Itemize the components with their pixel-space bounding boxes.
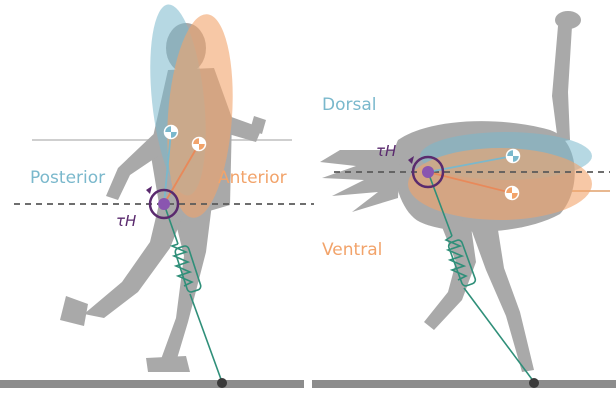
ground — [0, 380, 304, 388]
label-torque-right: τH — [376, 142, 396, 160]
label-anterior: Anterior — [218, 168, 287, 188]
label-posterior: Posterior — [30, 168, 105, 188]
posterior-com-marker — [165, 126, 178, 139]
ventral-com-marker — [506, 187, 519, 200]
left-panel: Posterior Anterior τH — [0, 2, 314, 388]
anterior-com-marker — [193, 138, 206, 151]
label-ventral: Ventral — [322, 240, 382, 260]
dorsal-com-marker — [507, 150, 520, 163]
ground-right — [312, 380, 616, 388]
label-dorsal: Dorsal — [322, 95, 376, 115]
label-torque: τH — [116, 212, 136, 230]
torque-arrow-icon — [146, 186, 152, 194]
foot-contact-point-right — [529, 378, 539, 388]
foot-contact-point — [217, 378, 227, 388]
right-panel: Dorsal Ventral τH — [312, 11, 616, 388]
